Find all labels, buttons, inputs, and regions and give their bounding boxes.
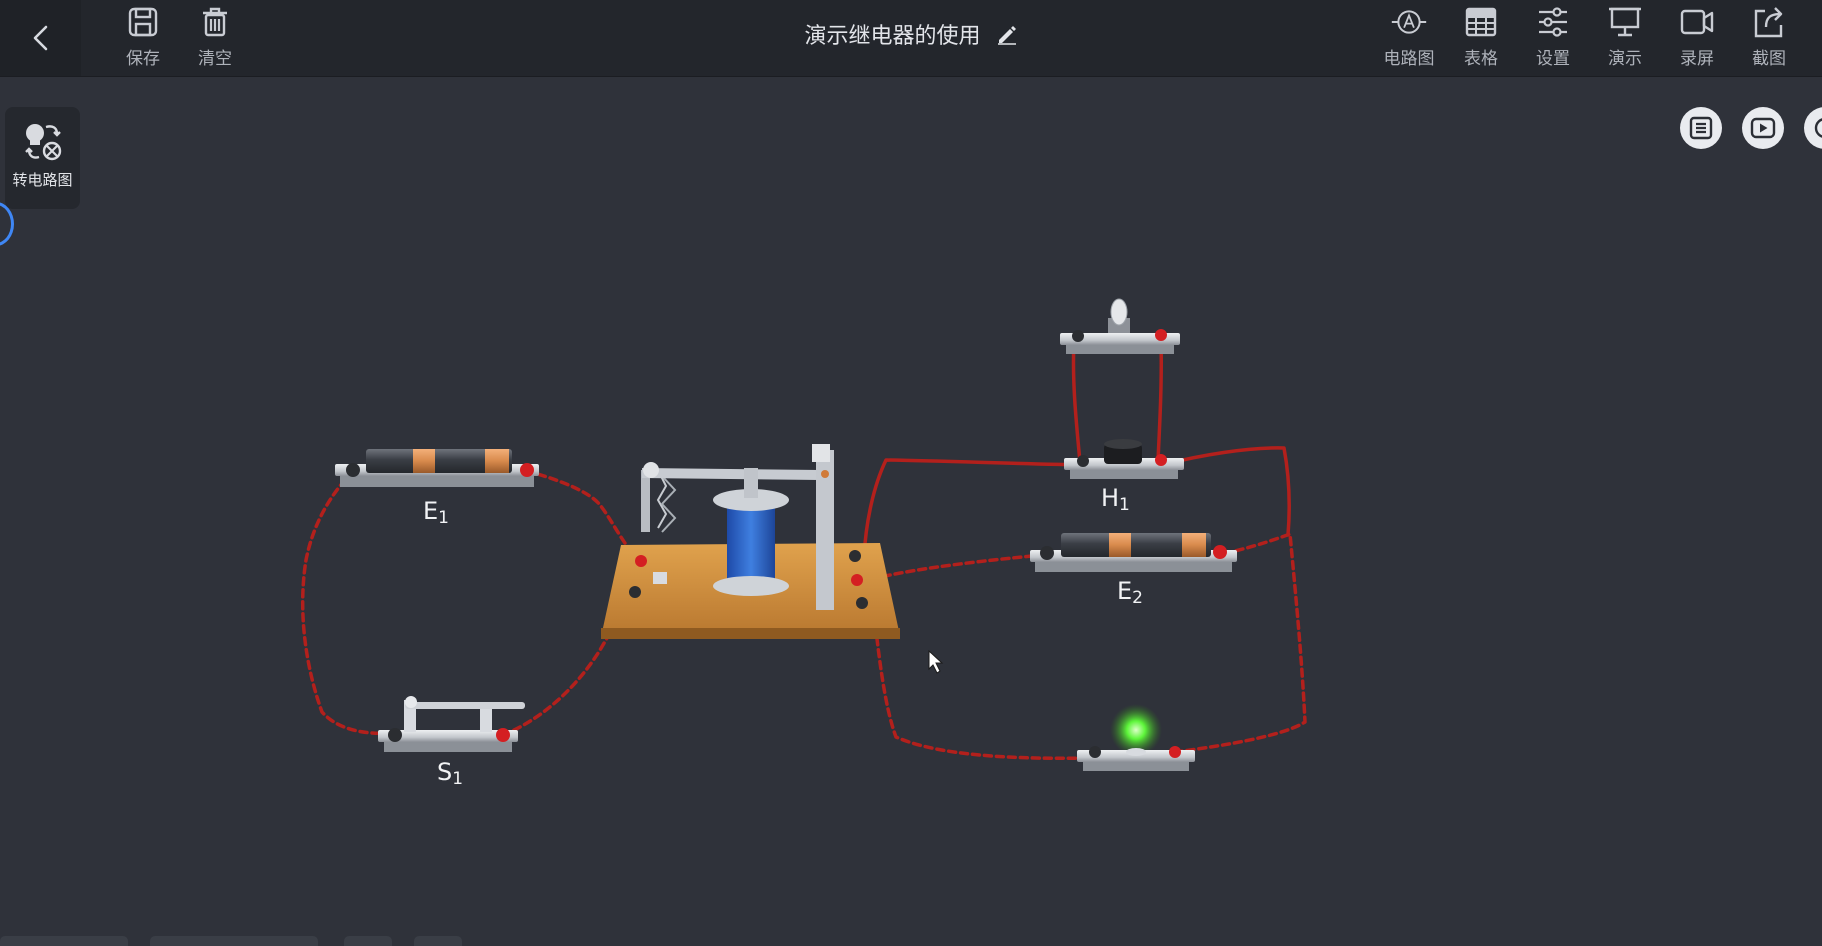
save-label: 保存 <box>126 49 160 69</box>
list-view-button[interactable] <box>1680 107 1722 149</box>
circuit-diagram-button[interactable]: 电路图 <box>1377 2 1441 72</box>
label-h1: H1 <box>1101 484 1130 515</box>
present-label: 演示 <box>1608 49 1642 69</box>
circuit-diagram-label: 电路图 <box>1383 49 1435 69</box>
buzzer-h1[interactable] <box>1064 439 1184 479</box>
back-button[interactable] <box>0 0 81 76</box>
wire-buzzer-e2 <box>1160 446 1291 537</box>
save-button[interactable]: 保存 <box>111 2 175 72</box>
battery-e1[interactable] <box>335 449 539 487</box>
label-e2: E2 <box>1117 577 1143 608</box>
clock-icon <box>1814 118 1822 138</box>
play-video-button[interactable] <box>1742 107 1784 149</box>
play-icon <box>1750 117 1776 139</box>
wire-bulb-buzzer-left <box>1071 339 1082 464</box>
mouse-cursor-icon <box>928 649 944 674</box>
table-label: 表格 <box>1464 49 1498 69</box>
save-icon <box>125 4 161 40</box>
switch-s1[interactable] <box>378 696 525 752</box>
led[interactable] <box>1077 704 1195 771</box>
clear-label: 清空 <box>198 49 232 69</box>
wire-bulb-buzzer-right <box>1156 338 1164 462</box>
screenshot-share-icon <box>1751 4 1787 40</box>
table-button[interactable]: 表格 <box>1449 2 1513 72</box>
list-icon <box>1689 116 1713 140</box>
bottom-tab-1[interactable] <box>0 936 128 946</box>
record-screen-button[interactable]: 录屏 <box>1665 2 1729 72</box>
convert-to-circuit-button[interactable]: 转电路图 <box>5 107 80 209</box>
edit-pencil-icon[interactable] <box>996 23 1018 45</box>
present-button[interactable]: 演示 <box>1593 2 1657 72</box>
bulb[interactable] <box>1060 298 1180 354</box>
wire-relay-buzzer <box>862 458 1092 559</box>
chevron-left-icon <box>33 25 47 51</box>
wire-led-e2 <box>1173 532 1307 754</box>
settings-sliders-icon <box>1535 4 1571 40</box>
bottom-tab-4[interactable] <box>414 936 462 946</box>
relay[interactable] <box>601 444 900 639</box>
trash-icon <box>197 4 233 40</box>
page-title-text[interactable]: 演示继电器的使用 <box>804 24 981 49</box>
bottom-tab-2[interactable] <box>150 936 318 946</box>
battery-e2[interactable] <box>1030 533 1237 572</box>
circuit-diagram-icon <box>1391 4 1427 40</box>
clear-button[interactable]: 清空 <box>183 2 247 72</box>
convert-to-circuit-label: 转电路图 <box>12 171 73 189</box>
wire-relay-led <box>871 600 1095 761</box>
record-screen-icon <box>1679 4 1715 40</box>
settings-button[interactable]: 设置 <box>1521 2 1585 72</box>
label-e1: E1 <box>423 497 449 528</box>
table-icon <box>1463 4 1499 40</box>
circuit-canvas[interactable] <box>0 76 1822 946</box>
screenshot-label: 截图 <box>1752 49 1786 69</box>
record-screen-label: 录屏 <box>1680 49 1714 69</box>
label-s1: S1 <box>437 758 464 789</box>
top-toolbar: 保存 清空 演示继电器的使用 电路图 表格 设置 演示 <box>0 0 1822 76</box>
wire-e1-s1 <box>300 469 397 736</box>
wire-e1-relay <box>525 469 642 563</box>
settings-label: 设置 <box>1536 49 1570 69</box>
convert-to-circuit-icon <box>24 124 61 161</box>
screenshot-button[interactable]: 截图 <box>1737 2 1801 72</box>
bottom-tab-3[interactable] <box>344 936 392 946</box>
more-button[interactable] <box>1804 107 1822 149</box>
presentation-icon <box>1607 4 1643 40</box>
